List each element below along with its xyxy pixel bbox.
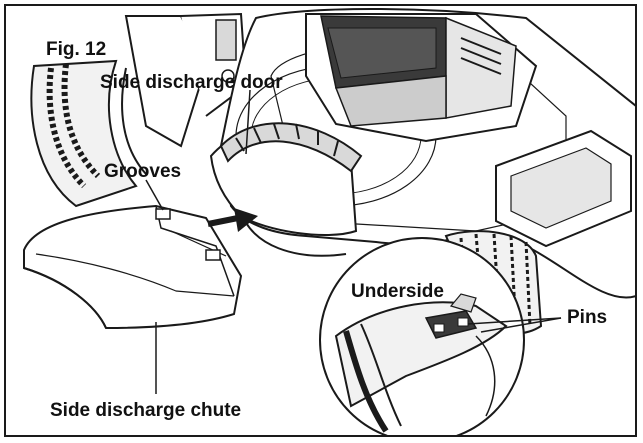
battery-housing bbox=[305, 13, 538, 143]
label-side-discharge-chute: Side discharge chute bbox=[50, 400, 242, 421]
vent-box bbox=[495, 129, 632, 248]
grooves-leader-line bbox=[145, 179, 164, 211]
handle-bracket bbox=[124, 12, 248, 148]
underside-detail bbox=[319, 237, 525, 435]
pins-leader-line-1 bbox=[467, 317, 562, 325]
side-discharge-door bbox=[209, 122, 363, 257]
insert-arrow bbox=[207, 208, 258, 232]
figure-frame: Fig. 12 Side discharge door Grooves Unde… bbox=[4, 4, 637, 437]
door-leader-line bbox=[245, 89, 251, 155]
label-grooves: Grooves bbox=[104, 161, 182, 182]
figure-number: Fig. 12 bbox=[46, 39, 107, 60]
pins-leader-line-2 bbox=[480, 317, 562, 333]
side-discharge-chute bbox=[23, 204, 243, 330]
mower-illustration bbox=[23, 8, 635, 435]
label-pins: Pins bbox=[567, 307, 608, 328]
label-underside: Underside bbox=[351, 281, 444, 302]
rear-wheel-left bbox=[30, 59, 147, 208]
label-side-discharge-door: Side discharge door bbox=[100, 72, 283, 93]
